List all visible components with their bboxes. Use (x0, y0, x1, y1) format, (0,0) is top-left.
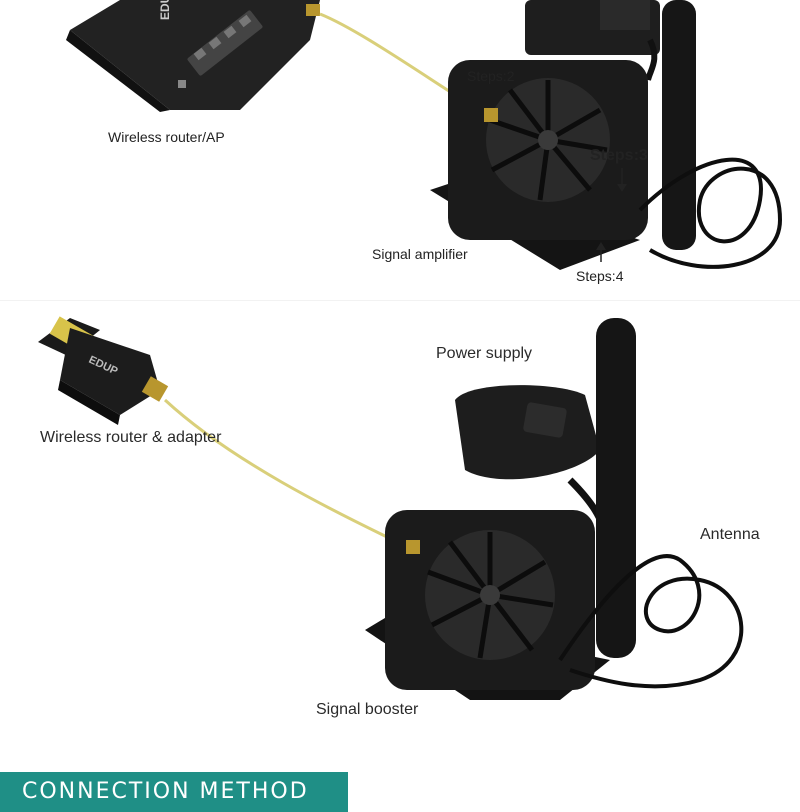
top-diagram-illustration: EDUP (66, 0, 783, 270)
cable-coil-bottom (558, 554, 744, 689)
bottom-diagram-illustration: EDUP (38, 316, 744, 700)
step2-label: Steps:2 (467, 68, 515, 84)
router-brand-text: EDUP (158, 0, 172, 20)
booster-label: Signal booster (316, 701, 419, 718)
panel-divider (0, 300, 800, 301)
router-device: EDUP (66, 0, 320, 112)
cable-coil-top (638, 157, 783, 269)
top-diagram: EDUP (0, 0, 800, 300)
bottom-diagram: EDUP (0, 300, 800, 770)
antenna-label: Antenna (700, 526, 760, 543)
signal-booster-device (365, 510, 610, 700)
amplifier-label: Signal amplifier (372, 246, 468, 262)
power-supply-label: Power supply (436, 345, 533, 362)
cable-bottom (163, 398, 411, 550)
antenna-top (662, 0, 696, 250)
step3-label: Steps:3 (590, 147, 648, 164)
signal-amplifier-device (430, 60, 648, 270)
router-label: Wireless router/AP (108, 129, 225, 145)
usb-adapter-device: EDUP (38, 316, 169, 425)
power-adapter-top (525, 0, 660, 81)
step4-label: Steps:4 (576, 268, 624, 284)
adapter-label: Wireless router & adapter (40, 429, 222, 446)
antenna-bottom (596, 318, 636, 658)
section-banner: CONNECTION METHOD (0, 772, 348, 812)
